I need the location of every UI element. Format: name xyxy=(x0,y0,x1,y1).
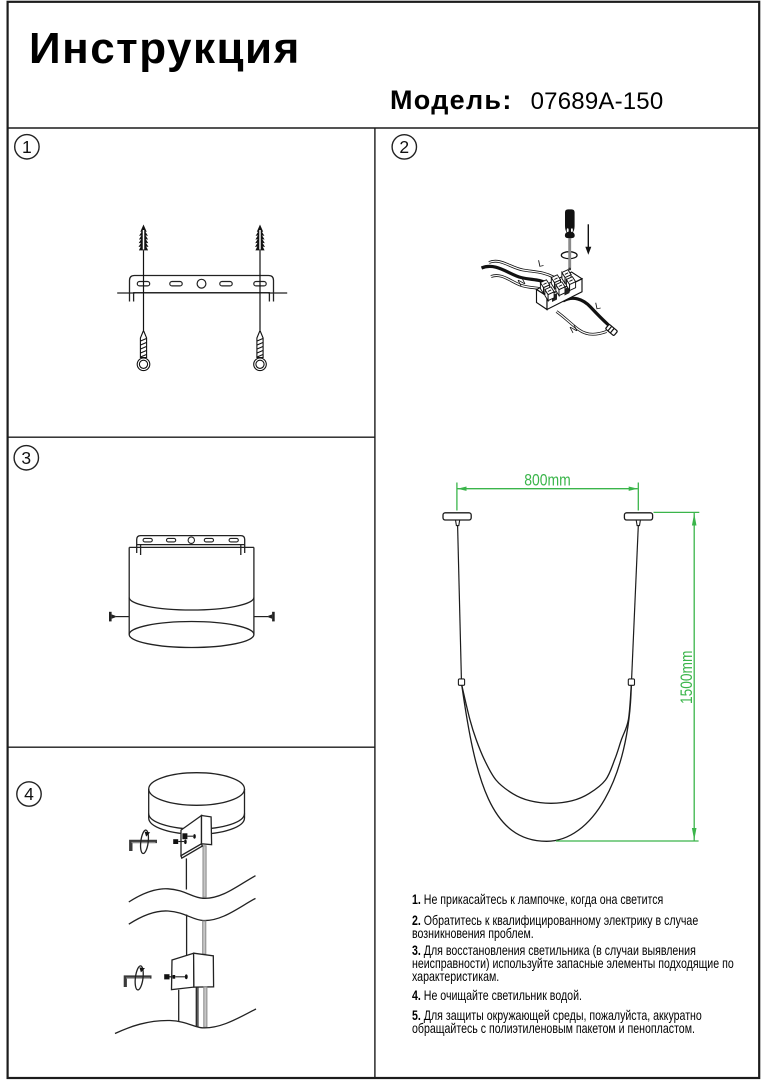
svg-text:4: 4 xyxy=(24,784,34,804)
svg-text:800mm: 800mm xyxy=(524,471,571,490)
svg-text:1500mm: 1500mm xyxy=(677,651,696,704)
svg-text:2: 2 xyxy=(399,137,409,157)
svg-text:N: N xyxy=(568,323,579,336)
svg-text:N: N xyxy=(516,276,527,289)
svg-text:L: L xyxy=(537,258,544,270)
svg-text:1: 1 xyxy=(22,137,32,157)
svg-text:L: L xyxy=(594,300,601,312)
svg-text:3: 3 xyxy=(21,448,31,468)
